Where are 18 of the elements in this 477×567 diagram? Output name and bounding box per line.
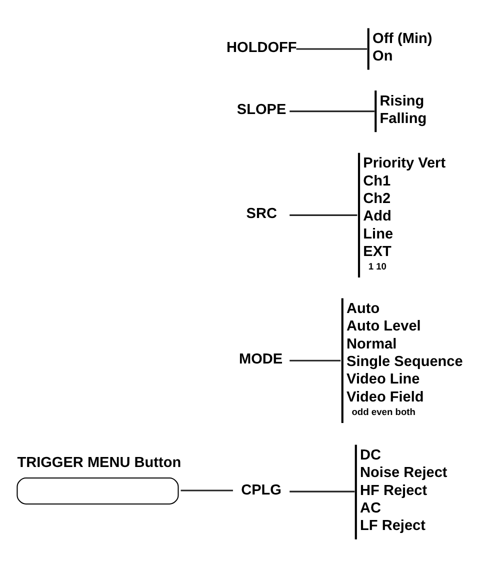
- node-text: MODE: [239, 351, 283, 368]
- node-box: [16, 478, 179, 505]
- connector: [290, 360, 341, 362]
- node-text: CPLG: [241, 482, 282, 498]
- node-text: DC Noise Reject HF Reject AC LF Reject: [360, 448, 448, 534]
- node-label: TRIGGER MENU Button: [17, 454, 182, 471]
- node-text: SRC: [246, 206, 277, 222]
- connector: [290, 490, 355, 492]
- node-text: SLOPE: [236, 102, 286, 118]
- connector: [290, 214, 358, 216]
- node-text: Off (Min) On: [372, 30, 432, 65]
- node-text: HOLDOFF: [226, 40, 297, 56]
- node-text: Priority Vert Ch1 Ch2 Add Line EXT 1 10: [363, 156, 446, 272]
- connector: [180, 490, 233, 492]
- node-text: Auto Auto Level Normal Single Sequence Video Line Video Field odd even both: [346, 301, 463, 417]
- node-text: Rising Falling: [380, 93, 427, 127]
- connector: [296, 48, 368, 50]
- connector: [290, 110, 374, 112]
